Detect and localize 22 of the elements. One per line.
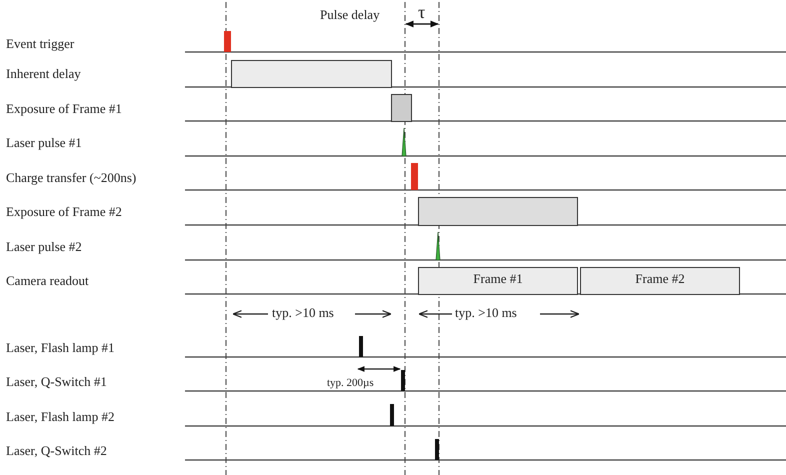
symbol-label: τ (418, 2, 426, 23)
annotation-label: Pulse delay (320, 7, 380, 23)
delay-bar (231, 60, 392, 88)
row-label: Exposure of Frame #2 (6, 204, 122, 219)
row-label: Event trigger (6, 36, 74, 51)
frame-bar: Frame #2 (580, 267, 740, 295)
row-label: Exposure of Frame #1 (6, 101, 122, 116)
duration-label: typ. 200µs (327, 376, 374, 390)
row-label: Charge transfer (~200ns) (6, 170, 136, 185)
row-label: Laser, Flash lamp #2 (6, 409, 115, 424)
row-label: Laser pulse #2 (6, 239, 82, 254)
duration-label: typ. >10 ms (272, 305, 334, 320)
row-label: Laser, Q-Switch #1 (6, 374, 107, 389)
exposure-bar (391, 94, 412, 122)
frame-bar: Frame #1 (418, 267, 578, 295)
row-label: Inherent delay (6, 66, 81, 81)
row-label: Laser, Q-Switch #2 (6, 443, 107, 458)
row-label: Camera readout (6, 273, 89, 288)
exposure-bar (418, 197, 578, 226)
duration-label: typ. >10 ms (455, 305, 517, 320)
row-label: Laser pulse #1 (6, 135, 82, 150)
row-label: Laser, Flash lamp #1 (6, 340, 115, 355)
